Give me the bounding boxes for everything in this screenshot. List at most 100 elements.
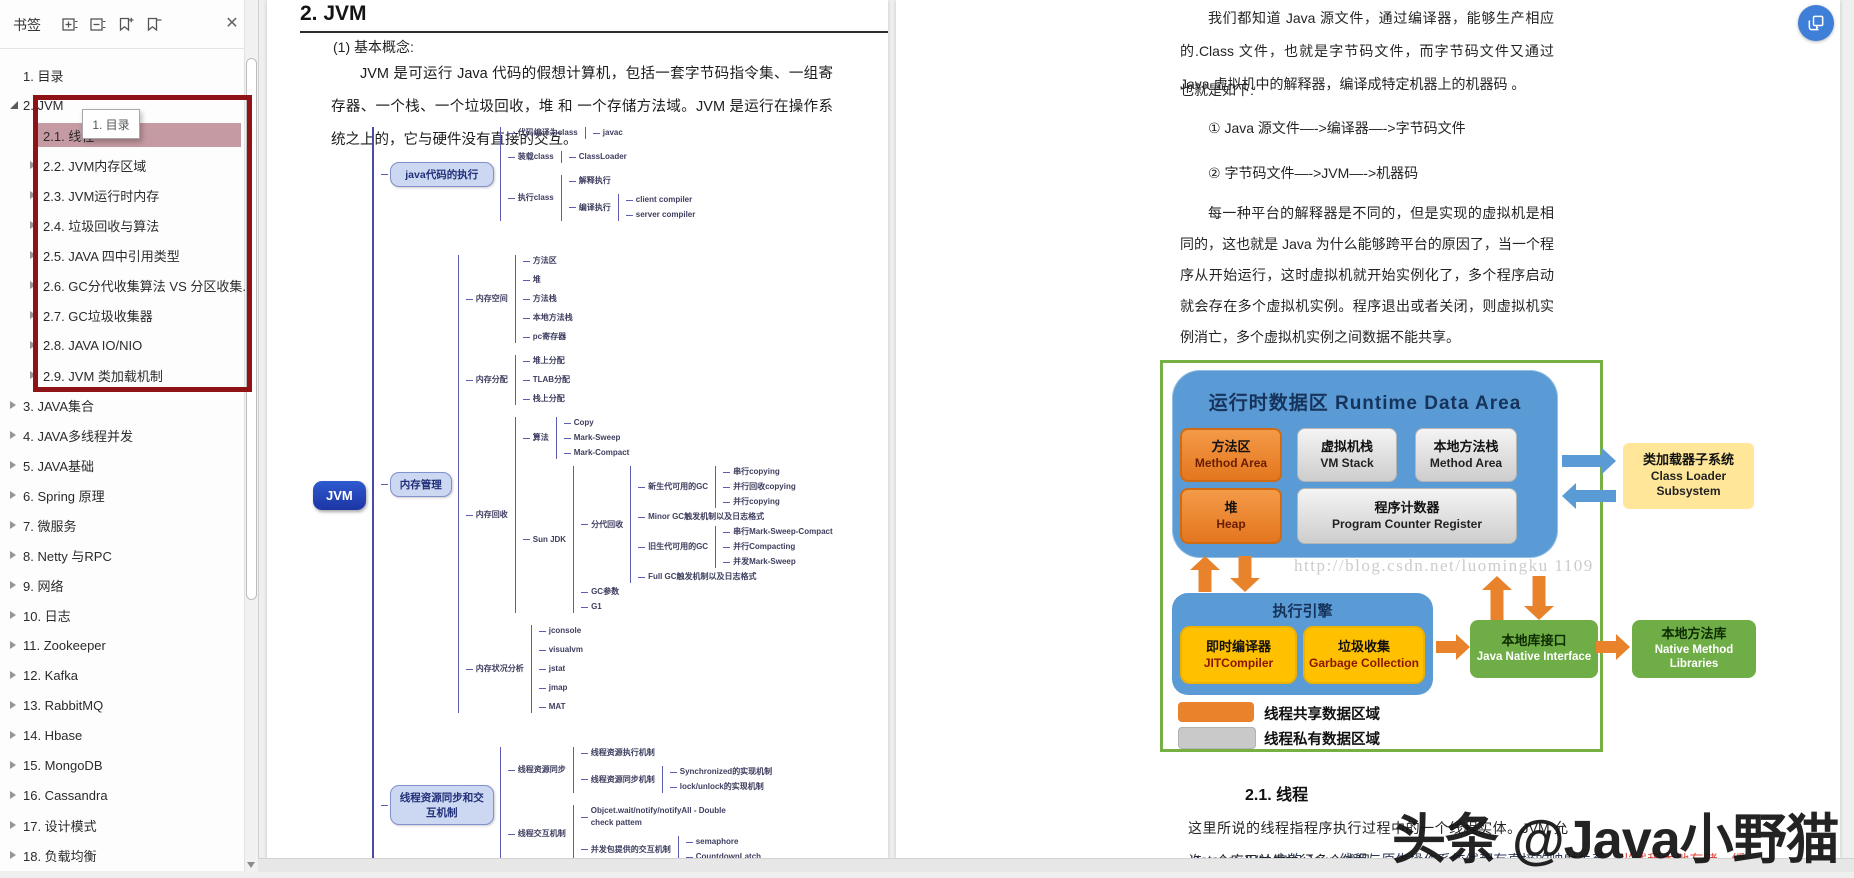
- bookmark-item[interactable]: 8. Netty 与RPC: [0, 540, 245, 570]
- add-bookmark-icon[interactable]: [116, 14, 136, 34]
- expand-icon[interactable]: [10, 851, 16, 859]
- mindmap-node: 分代回收: [591, 519, 624, 529]
- expand-icon[interactable]: [10, 611, 16, 619]
- bookmark-item[interactable]: 2.2. JVM内存区域: [0, 150, 245, 180]
- expand-icon[interactable]: [10, 581, 16, 589]
- mindmap-node: 并发包提供的交互机制: [590, 844, 671, 854]
- title-rule: [300, 31, 888, 33]
- mindmap-node: 解释执行: [578, 176, 611, 185]
- runtime-data-area: 运行时数据区 Runtime Data Area 方法区 Method Area…: [1172, 370, 1558, 558]
- close-icon[interactable]: ✕: [225, 15, 239, 32]
- native-libraries-box: 本地方法库 Native Method Libraries: [1632, 620, 1756, 678]
- bookmark-item[interactable]: 12. Kafka: [0, 660, 245, 690]
- bookmark-item[interactable]: 2.8. JAVA IO/NIO: [0, 330, 245, 360]
- step-line: ① Java 源文件—->编译器—->字节码文件: [1208, 120, 1466, 136]
- bookmark-item[interactable]: 4. JAVA多线程并发: [0, 420, 245, 450]
- expand-icon[interactable]: [30, 281, 36, 289]
- mindmap-node: 内存回收: [475, 510, 508, 519]
- legend-private-label: 线程私有数据区域: [1264, 732, 1380, 748]
- mindmap-node: visualvm: [548, 645, 583, 654]
- expand-icon[interactable]: [10, 521, 16, 529]
- float-button[interactable]: [1798, 5, 1834, 41]
- bookmark-label: 10. 日志: [23, 608, 71, 624]
- bookmark-item[interactable]: 13. RabbitMQ: [0, 690, 245, 720]
- bookmark-item[interactable]: 9. 网络: [0, 570, 245, 600]
- arrow-up-icon: [1482, 576, 1512, 620]
- bookmark-item[interactable]: 2.5. JAVA 四中引用类型: [0, 240, 245, 270]
- expand-icon[interactable]: [10, 821, 16, 829]
- mindmap-node: 执行class: [517, 193, 554, 202]
- expand-icon[interactable]: [10, 491, 16, 499]
- expand-icon[interactable]: [10, 641, 16, 649]
- mindmap-node: javac: [602, 128, 623, 137]
- bookmark-item[interactable]: 2.7. GC垃圾收集器: [0, 300, 245, 330]
- expand-icon[interactable]: [10, 401, 16, 409]
- mindmap-node: jstat: [548, 664, 566, 673]
- bookmark-item[interactable]: 2.4. 垃圾回收与算法: [0, 210, 245, 240]
- sidebar-scrollbar[interactable]: [244, 0, 258, 871]
- bookmark-label: 15. MongoDB: [23, 757, 103, 773]
- expand-icon[interactable]: [10, 731, 16, 739]
- bookmark-item[interactable]: 10. 日志: [0, 600, 245, 630]
- expand-icon[interactable]: [10, 431, 16, 439]
- export-image-icon: [1808, 15, 1824, 31]
- mindmap-node: 方法栈: [532, 294, 557, 303]
- bookmark-item[interactable]: 2.6. GC分代收集算法 VS 分区收集...: [0, 270, 253, 300]
- paragraph: 我们都知道 Java 源文件，通过编译器，能够生产相应的.Class 文件，也就…: [1180, 10, 1554, 92]
- bookmark-item[interactable]: 17. 设计模式: [0, 810, 245, 840]
- mindmap-node: TLAB分配: [532, 375, 571, 384]
- arrow-up-icon: [1190, 556, 1220, 592]
- mindmap-node: 内存空间: [475, 294, 508, 303]
- bookmark-item[interactable]: 5. JAVA基础: [0, 450, 245, 480]
- bookmark-item[interactable]: 2.9. JVM 类加载机制: [0, 360, 245, 390]
- mindmap-node: 编译执行: [578, 202, 611, 212]
- expand-icon[interactable]: [10, 671, 16, 679]
- collapse-all-icon[interactable]: [88, 14, 108, 34]
- expand-icon[interactable]: [10, 761, 16, 769]
- mindmap-node: 方法区: [532, 256, 557, 265]
- bookmark-item[interactable]: 16. Cassandra: [0, 780, 245, 810]
- bookmark-item[interactable]: 7. 微服务: [0, 510, 245, 540]
- expand-icon[interactable]: [30, 341, 36, 349]
- bookmark-label: 11. Zookeeper: [23, 637, 106, 653]
- expand-icon[interactable]: [10, 461, 16, 469]
- bookmark-label: 4. JAVA多线程并发: [23, 428, 134, 444]
- bookmark-label: 6. Spring 原理: [23, 488, 105, 504]
- bookmark-item[interactable]: 11. Zookeeper: [0, 630, 245, 660]
- expand-icon[interactable]: [30, 251, 36, 259]
- expand-icon[interactable]: [30, 161, 36, 169]
- mindmap-node: server compiler: [635, 210, 696, 219]
- diagram-title: 运行时数据区 Runtime Data Area: [1208, 393, 1522, 414]
- mindmap-node: 并行copying: [733, 497, 780, 506]
- expand-icon[interactable]: [30, 311, 36, 319]
- mindmap-node: Minor GC触发机制以及日志格式: [648, 512, 765, 521]
- mindmap-node: 串行Mark-Sweep-Compact: [733, 527, 833, 536]
- mindmap-node: 算法: [532, 433, 549, 442]
- scrollbar-down-arrow-icon[interactable]: [247, 862, 255, 868]
- expand-icon[interactable]: [30, 221, 36, 229]
- bookmark-item[interactable]: 14. Hbase: [0, 720, 245, 750]
- expand-all-icon[interactable]: [60, 14, 80, 34]
- mindmap-node: pc寄存器: [532, 332, 567, 341]
- collapse-icon[interactable]: [10, 101, 18, 109]
- bookmark-item[interactable]: 18. 负载均衡: [0, 840, 245, 870]
- expand-icon[interactable]: [10, 791, 16, 799]
- bookmark-item[interactable]: 1. 目录: [0, 60, 245, 90]
- expand-icon[interactable]: [30, 371, 36, 379]
- paragraph: 每一种平台的解释器是不同的，但是实现的虚拟机是相同的，这也就是 Java 为什么…: [1180, 205, 1554, 345]
- scrollbar-thumb[interactable]: [246, 58, 257, 600]
- bookmark-item[interactable]: 15. MongoDB: [0, 750, 245, 780]
- mindmap-node: Full GC触发机制以及日志格式: [648, 572, 757, 581]
- section-title: 2.1. 线程: [1245, 787, 1309, 804]
- step-line: ② 字节码文件—->JVM—->机器码: [1208, 165, 1419, 181]
- bookmark-item[interactable]: 3. JAVA集合: [0, 390, 245, 420]
- expand-icon[interactable]: [10, 551, 16, 559]
- expand-icon[interactable]: [10, 701, 16, 709]
- arrow-right-icon: [1562, 446, 1616, 476]
- remove-bookmark-icon[interactable]: [144, 14, 164, 34]
- bookmark-item[interactable]: 2.3. JVM运行时内存: [0, 180, 245, 210]
- mindmap-node: GC参数: [591, 587, 620, 596]
- mindmap-node: 旧生代可用的GC: [648, 542, 709, 551]
- bookmark-item[interactable]: 6. Spring 原理: [0, 480, 245, 510]
- expand-icon[interactable]: [30, 191, 36, 199]
